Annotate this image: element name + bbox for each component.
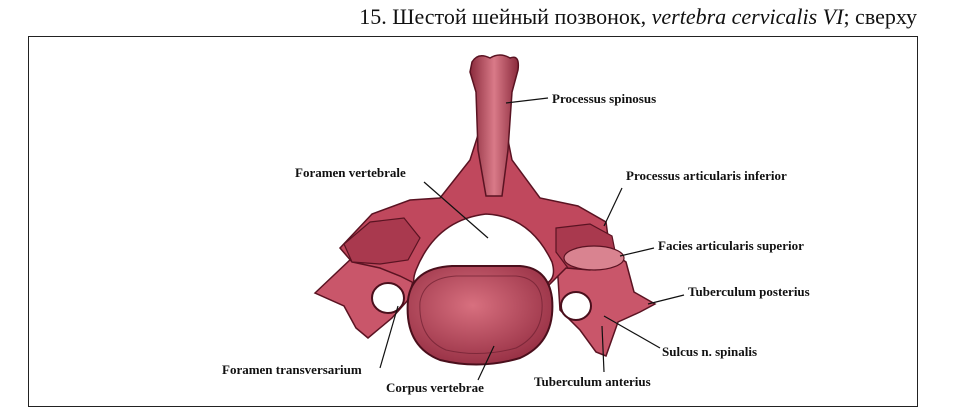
leader-corpus-vertebrae bbox=[477, 345, 495, 381]
label-foramen-vertebrale: Foramen vertebrale bbox=[295, 165, 406, 180]
leader-processus-spinosus bbox=[505, 97, 549, 104]
label-tuberculum-anterius: Tuberculum anterius bbox=[534, 374, 651, 389]
figure-frame bbox=[28, 36, 918, 407]
caption-number: 15. bbox=[359, 4, 387, 29]
label-processus-spinosus: Processus spinosus bbox=[552, 91, 656, 106]
leader-processus-articularis-inferior bbox=[603, 187, 623, 227]
caption-text: Шестой шейный позвонок, bbox=[392, 4, 647, 29]
label-corpus-vertebrae: Corpus vertebrae bbox=[386, 380, 484, 395]
leader-tuberculum-posterius bbox=[647, 294, 685, 305]
label-tuberculum-posterius: Tuberculum posterius bbox=[688, 284, 810, 299]
leader-tuberculum-anterius bbox=[601, 325, 605, 373]
leader-foramen-vertebrale bbox=[423, 181, 489, 239]
leader-foramen-transversarium bbox=[379, 305, 399, 369]
leader-facies-articularis-superior bbox=[619, 247, 655, 257]
label-sulcus-n-spinalis: Sulcus n. spinalis bbox=[662, 344, 757, 359]
foramen-transversarium-left bbox=[371, 282, 405, 314]
articular-process-left bbox=[343, 217, 421, 265]
corpus-vertebrae-shape bbox=[406, 265, 554, 366]
foramen-transversarium-right bbox=[560, 291, 592, 321]
spinous-process bbox=[469, 54, 520, 197]
superior-articular-facet bbox=[563, 245, 625, 271]
corpus-rim bbox=[419, 275, 543, 355]
figure-caption: 15. Шестой шейный позвонок, vertebra cer… bbox=[359, 4, 917, 30]
caption-suffix: ; сверху bbox=[843, 4, 917, 29]
leader-sulcus-n-spinalis bbox=[603, 315, 661, 349]
caption-latin: vertebra cervicalis VI bbox=[651, 4, 844, 29]
label-facies-articularis-superior: Facies articularis superior bbox=[658, 238, 804, 253]
label-processus-articularis-inferior: Processus articularis inferior bbox=[626, 168, 787, 183]
label-foramen-transversarium: Foramen transversarium bbox=[222, 362, 362, 377]
